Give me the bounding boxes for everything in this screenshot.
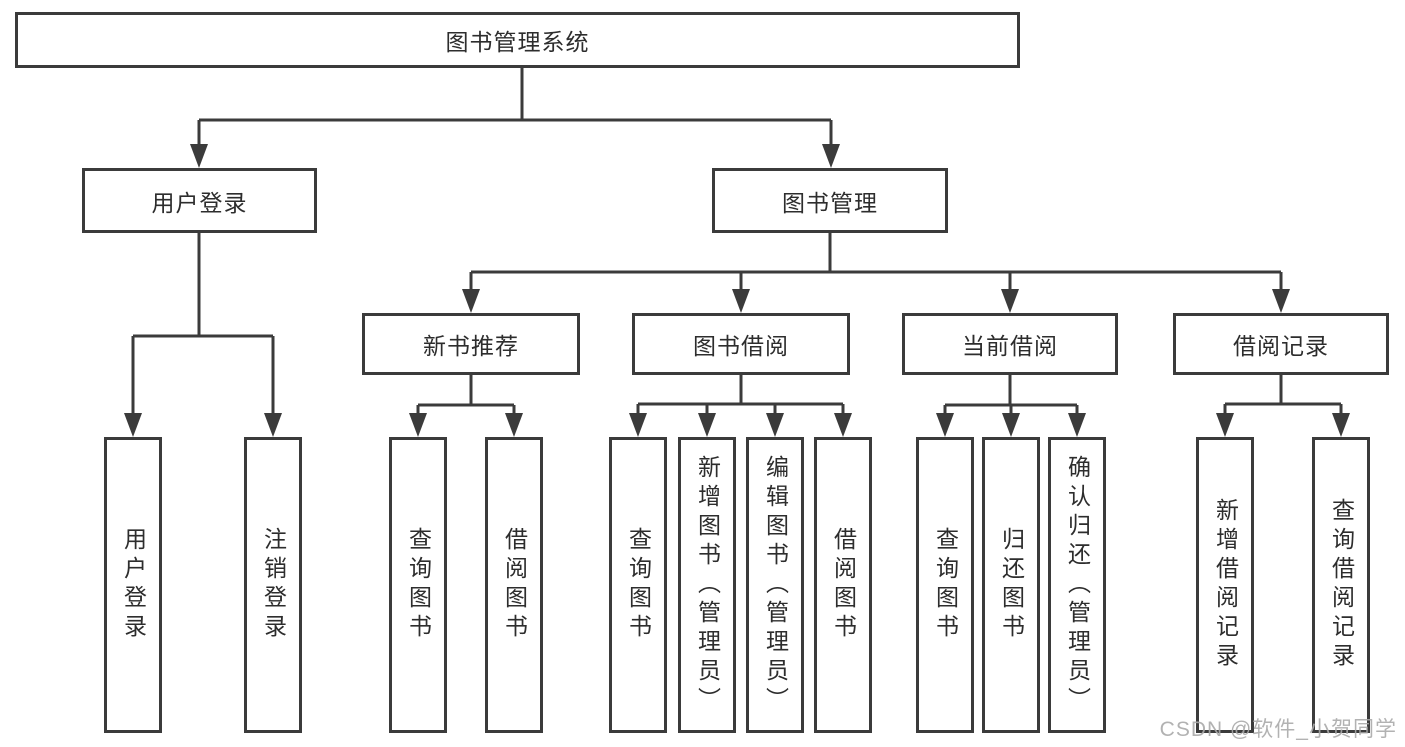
leaf-logout-label: 注销登录 [260, 527, 287, 643]
leaf-user-login-label: 用户登录 [120, 527, 147, 643]
leaf-query-borrow-record: 查询借阅记录 [1312, 437, 1370, 733]
node-current-borrowing: 当前借阅 [902, 313, 1118, 375]
node-user-login-label: 用户登录 [151, 189, 248, 216]
leaf-confirm-return-admin: 确认归还（管理员） [1048, 437, 1106, 733]
node-book-borrowing-label: 图书借阅 [693, 333, 789, 359]
leaf-borrow-books-borrowing: 借阅图书 [814, 437, 872, 733]
connector-segments [131, 68, 1343, 419]
node-book-management: 图书管理 [712, 168, 948, 233]
node-borrowing-records: 借阅记录 [1173, 313, 1389, 375]
node-book-management-label: 图书管理 [782, 189, 878, 216]
node-user-login: 用户登录 [82, 168, 317, 233]
leaf-query-books-current-label: 查询图书 [932, 527, 959, 643]
watermark-text: CSDN @软件_小贺同学 [1159, 718, 1397, 741]
node-new-book-recommend-label: 新书推荐 [423, 333, 519, 359]
node-root-label: 图书管理系统 [445, 29, 590, 55]
leaf-borrow-books-recommend: 借阅图书 [485, 437, 543, 733]
leaf-return-books: 归还图书 [982, 437, 1040, 733]
leaf-query-borrow-record-label: 查询借阅记录 [1328, 498, 1355, 672]
leaf-edit-book-admin: 编辑图书（管理员） [746, 437, 804, 733]
node-book-borrowing: 图书借阅 [632, 313, 850, 375]
leaf-query-books-recommend-label: 查询图书 [405, 527, 432, 643]
arrowhead-icon [124, 144, 1350, 437]
leaf-add-book-admin: 新增图书（管理员） [678, 437, 736, 733]
leaf-confirm-return-admin-label: 确认归还（管理员） [1064, 454, 1091, 716]
leaf-add-borrow-record-label: 新增借阅记录 [1212, 498, 1239, 672]
node-new-book-recommend: 新书推荐 [362, 313, 580, 375]
leaf-logout: 注销登录 [244, 437, 302, 733]
leaf-query-books-borrowing: 查询图书 [609, 437, 667, 733]
leaf-add-borrow-record: 新增借阅记录 [1196, 437, 1254, 733]
leaf-query-books-recommend: 查询图书 [389, 437, 447, 733]
leaf-query-books-current: 查询图书 [916, 437, 974, 733]
leaf-borrow-books-borrowing-label: 借阅图书 [830, 527, 857, 643]
node-borrowing-records-label: 借阅记录 [1233, 333, 1329, 359]
leaf-borrow-books-recommend-label: 借阅图书 [501, 527, 528, 643]
leaf-user-login: 用户登录 [104, 437, 162, 733]
leaf-edit-book-admin-label: 编辑图书（管理员） [762, 454, 789, 716]
node-current-borrowing-label: 当前借阅 [962, 333, 1058, 359]
leaf-return-books-label: 归还图书 [998, 527, 1025, 643]
leaf-query-books-borrowing-label: 查询图书 [625, 527, 652, 643]
node-root: 图书管理系统 [15, 12, 1020, 68]
leaf-add-book-admin-label: 新增图书（管理员） [694, 454, 721, 716]
